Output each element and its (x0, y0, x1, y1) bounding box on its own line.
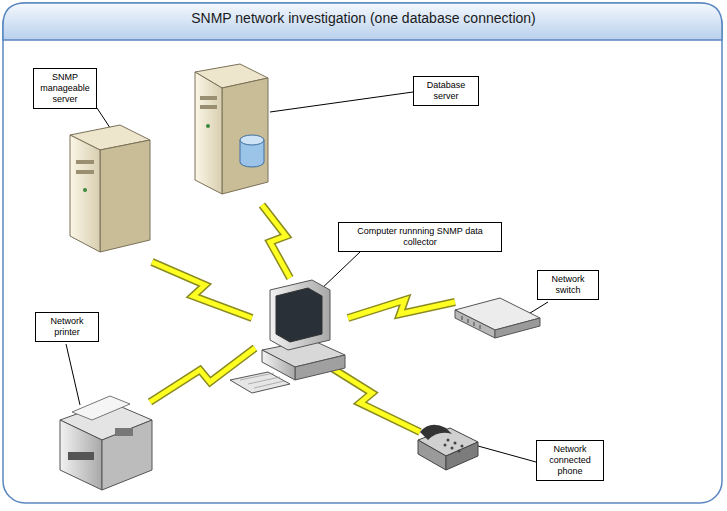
server-tower (70, 125, 150, 252)
computer (230, 280, 345, 393)
callout-box: Network switch (537, 270, 599, 300)
callout-text: Network connected phone (541, 444, 599, 477)
callout-box: Computer runnning SNMP data collector (338, 222, 502, 252)
callout-box: Database server (413, 76, 479, 106)
callout-box: Network connected phone (536, 440, 604, 481)
diagram-title: SNMP network investigation (one database… (0, 10, 727, 26)
database-server (195, 64, 268, 194)
callout-text: Computer runnning SNMP data collector (343, 226, 497, 248)
callout-text: SNMP manageable server (38, 72, 92, 105)
callout-box: SNMP manageable server (33, 68, 97, 109)
network-phone (418, 425, 478, 470)
callout-text: Network printer (40, 316, 94, 338)
network-switch (455, 298, 540, 338)
callout-text: Network switch (542, 274, 594, 296)
callout-text: Database server (418, 80, 474, 102)
network-printer (60, 396, 152, 490)
callout-box: Network printer (35, 312, 99, 342)
